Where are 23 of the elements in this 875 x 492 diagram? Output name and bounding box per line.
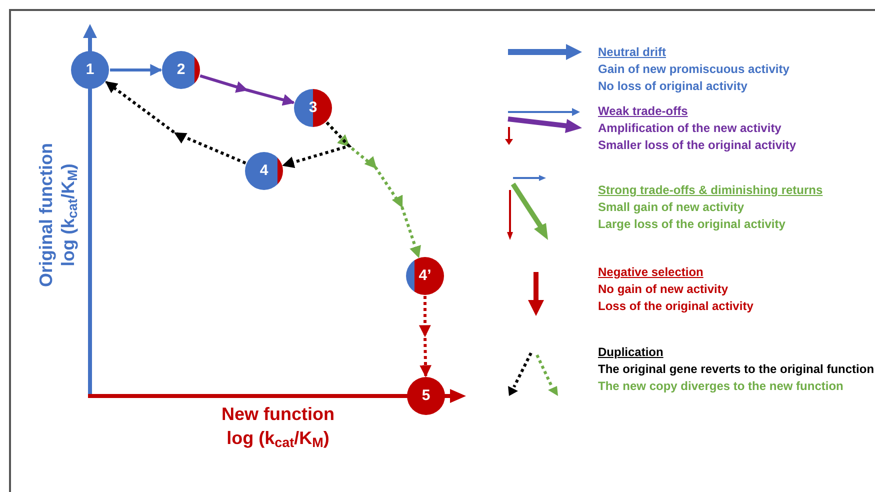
legend-description: Large loss of the original activity bbox=[598, 216, 786, 233]
legend-description: No gain of new activity bbox=[598, 281, 730, 298]
arrow bbox=[200, 74, 295, 106]
axis-label: New function bbox=[222, 403, 334, 426]
legend-heading: Negative selection bbox=[598, 264, 704, 281]
legend-heading: Weak trade-offs bbox=[598, 103, 689, 120]
legend-description: Smaller loss of the original activity bbox=[598, 137, 796, 154]
legend-heading: Neutral drift bbox=[598, 44, 668, 61]
legend-heading: Duplication bbox=[598, 344, 664, 361]
legend-description: Small gain of new activity bbox=[598, 199, 746, 216]
arrow bbox=[110, 64, 162, 76]
legend-heading: Strong trade-offs & diminishing returns bbox=[598, 182, 823, 199]
arrow bbox=[105, 80, 246, 164]
legend-description: Loss of the original activity bbox=[598, 298, 754, 315]
axis-label: Original function bbox=[35, 143, 57, 287]
legend-description: Gain of new promiscuous activity bbox=[598, 61, 790, 78]
legend-description: Amplification of the new activity bbox=[598, 120, 782, 137]
legend-description: The original gene reverts to the original function bbox=[598, 361, 874, 378]
legend-description: The new copy diverges to the new function bbox=[598, 378, 844, 395]
arrow bbox=[282, 121, 352, 168]
legend-description: No loss of original activity bbox=[598, 78, 748, 95]
axis-label: log (k$_{cat}$/K$_{M}$) bbox=[226, 427, 330, 450]
arrow bbox=[419, 296, 432, 377]
